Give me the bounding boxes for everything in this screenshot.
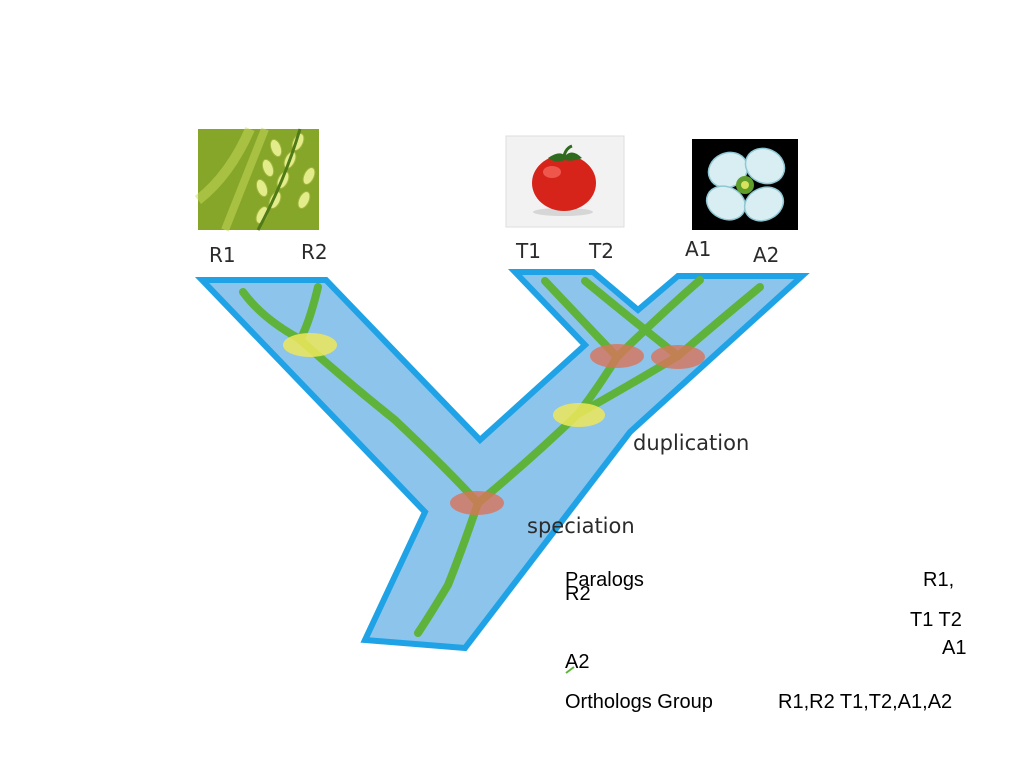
paralogs-tomato-genes: T1 T2	[910, 609, 962, 631]
speciation-marker-root	[450, 491, 504, 515]
gene-label-a1: A1	[685, 237, 711, 261]
arabidopsis-image	[692, 139, 798, 230]
paralogs-rice-genes-cont: R2	[565, 583, 591, 605]
duplication-label: duplication	[633, 431, 749, 455]
gene-label-r2: R2	[301, 240, 328, 264]
lineage-trunk	[414, 499, 482, 637]
stray-mark	[565, 666, 575, 674]
gene-label-r1: R1	[209, 243, 236, 267]
paralogs-arabidopsis-a1: A1	[942, 637, 967, 659]
lineage-r1	[239, 288, 482, 507]
paralogs-label: Paralogs	[565, 569, 644, 591]
tomato-image	[505, 135, 625, 228]
gene-label-a2: A2	[753, 243, 779, 267]
lineage-main-right	[474, 276, 704, 507]
speciation-marker-tomato-arabidopsis-1	[590, 344, 644, 368]
gene-label-t2: T2	[588, 239, 614, 263]
species-tree-body	[194, 269, 810, 652]
orthologs-value: R1,R2 T1,T2,A1,A2	[778, 691, 953, 713]
rice-image	[194, 127, 319, 232]
speciation-marker-tomato-arabidopsis-2	[651, 345, 705, 369]
paralogs-arabidopsis-a2: A2	[565, 651, 590, 673]
lineage-r2	[298, 283, 322, 340]
orthologs-label: Orthologs Group	[565, 691, 713, 713]
duplication-marker-rice	[283, 333, 337, 357]
duplication-marker-dicot	[553, 403, 605, 427]
speciation-label: speciation	[527, 514, 635, 538]
gene-label-t1: T1	[515, 239, 541, 263]
paralogs-rice-genes: R1,	[923, 569, 955, 591]
